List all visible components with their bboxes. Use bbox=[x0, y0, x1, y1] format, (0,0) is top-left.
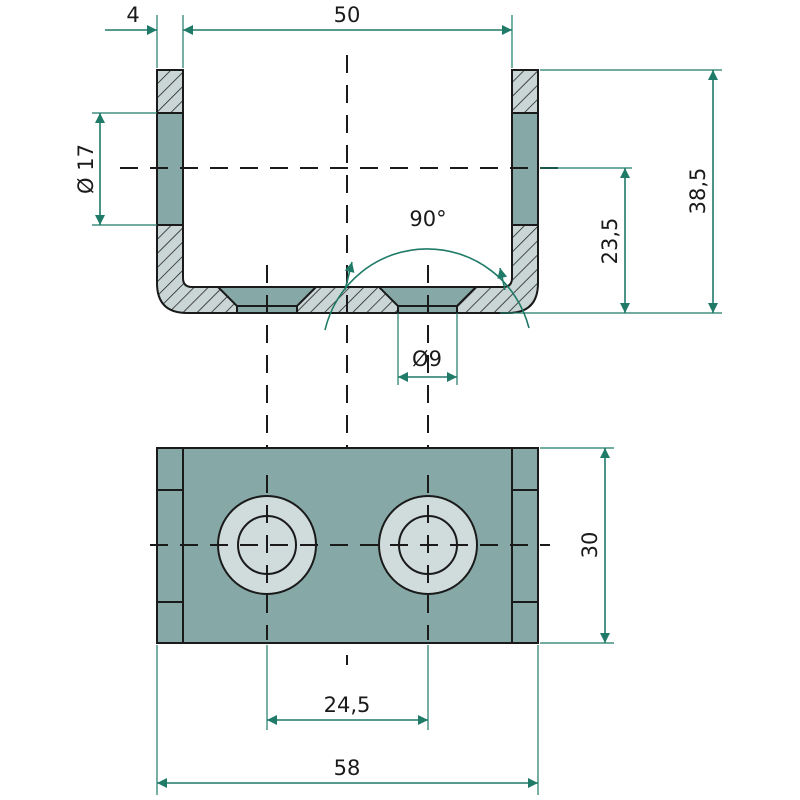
dimensions: 4 50 Ø 17 38,5 23,5 90° Ø9 30 24,5 58 bbox=[74, 3, 722, 795]
plan-view bbox=[150, 447, 550, 644]
dim-side-hole-diameter: Ø 17 bbox=[74, 144, 98, 194]
dim-hole-spacing: 24,5 bbox=[324, 693, 371, 717]
dim-inner-width: 50 bbox=[334, 3, 361, 27]
dim-bottom-hole-diameter: Ø9 bbox=[412, 347, 442, 371]
dim-depth: 30 bbox=[578, 532, 602, 559]
dim-countersink-angle: 90° bbox=[409, 207, 446, 231]
center-lines bbox=[120, 55, 570, 665]
dim-wall-thickness: 4 bbox=[126, 3, 139, 27]
dim-total-height: 38,5 bbox=[686, 168, 710, 215]
dim-total-width: 58 bbox=[334, 756, 361, 780]
dim-hole-center-height: 23,5 bbox=[598, 218, 622, 265]
u-profile-section bbox=[156, 69, 539, 314]
